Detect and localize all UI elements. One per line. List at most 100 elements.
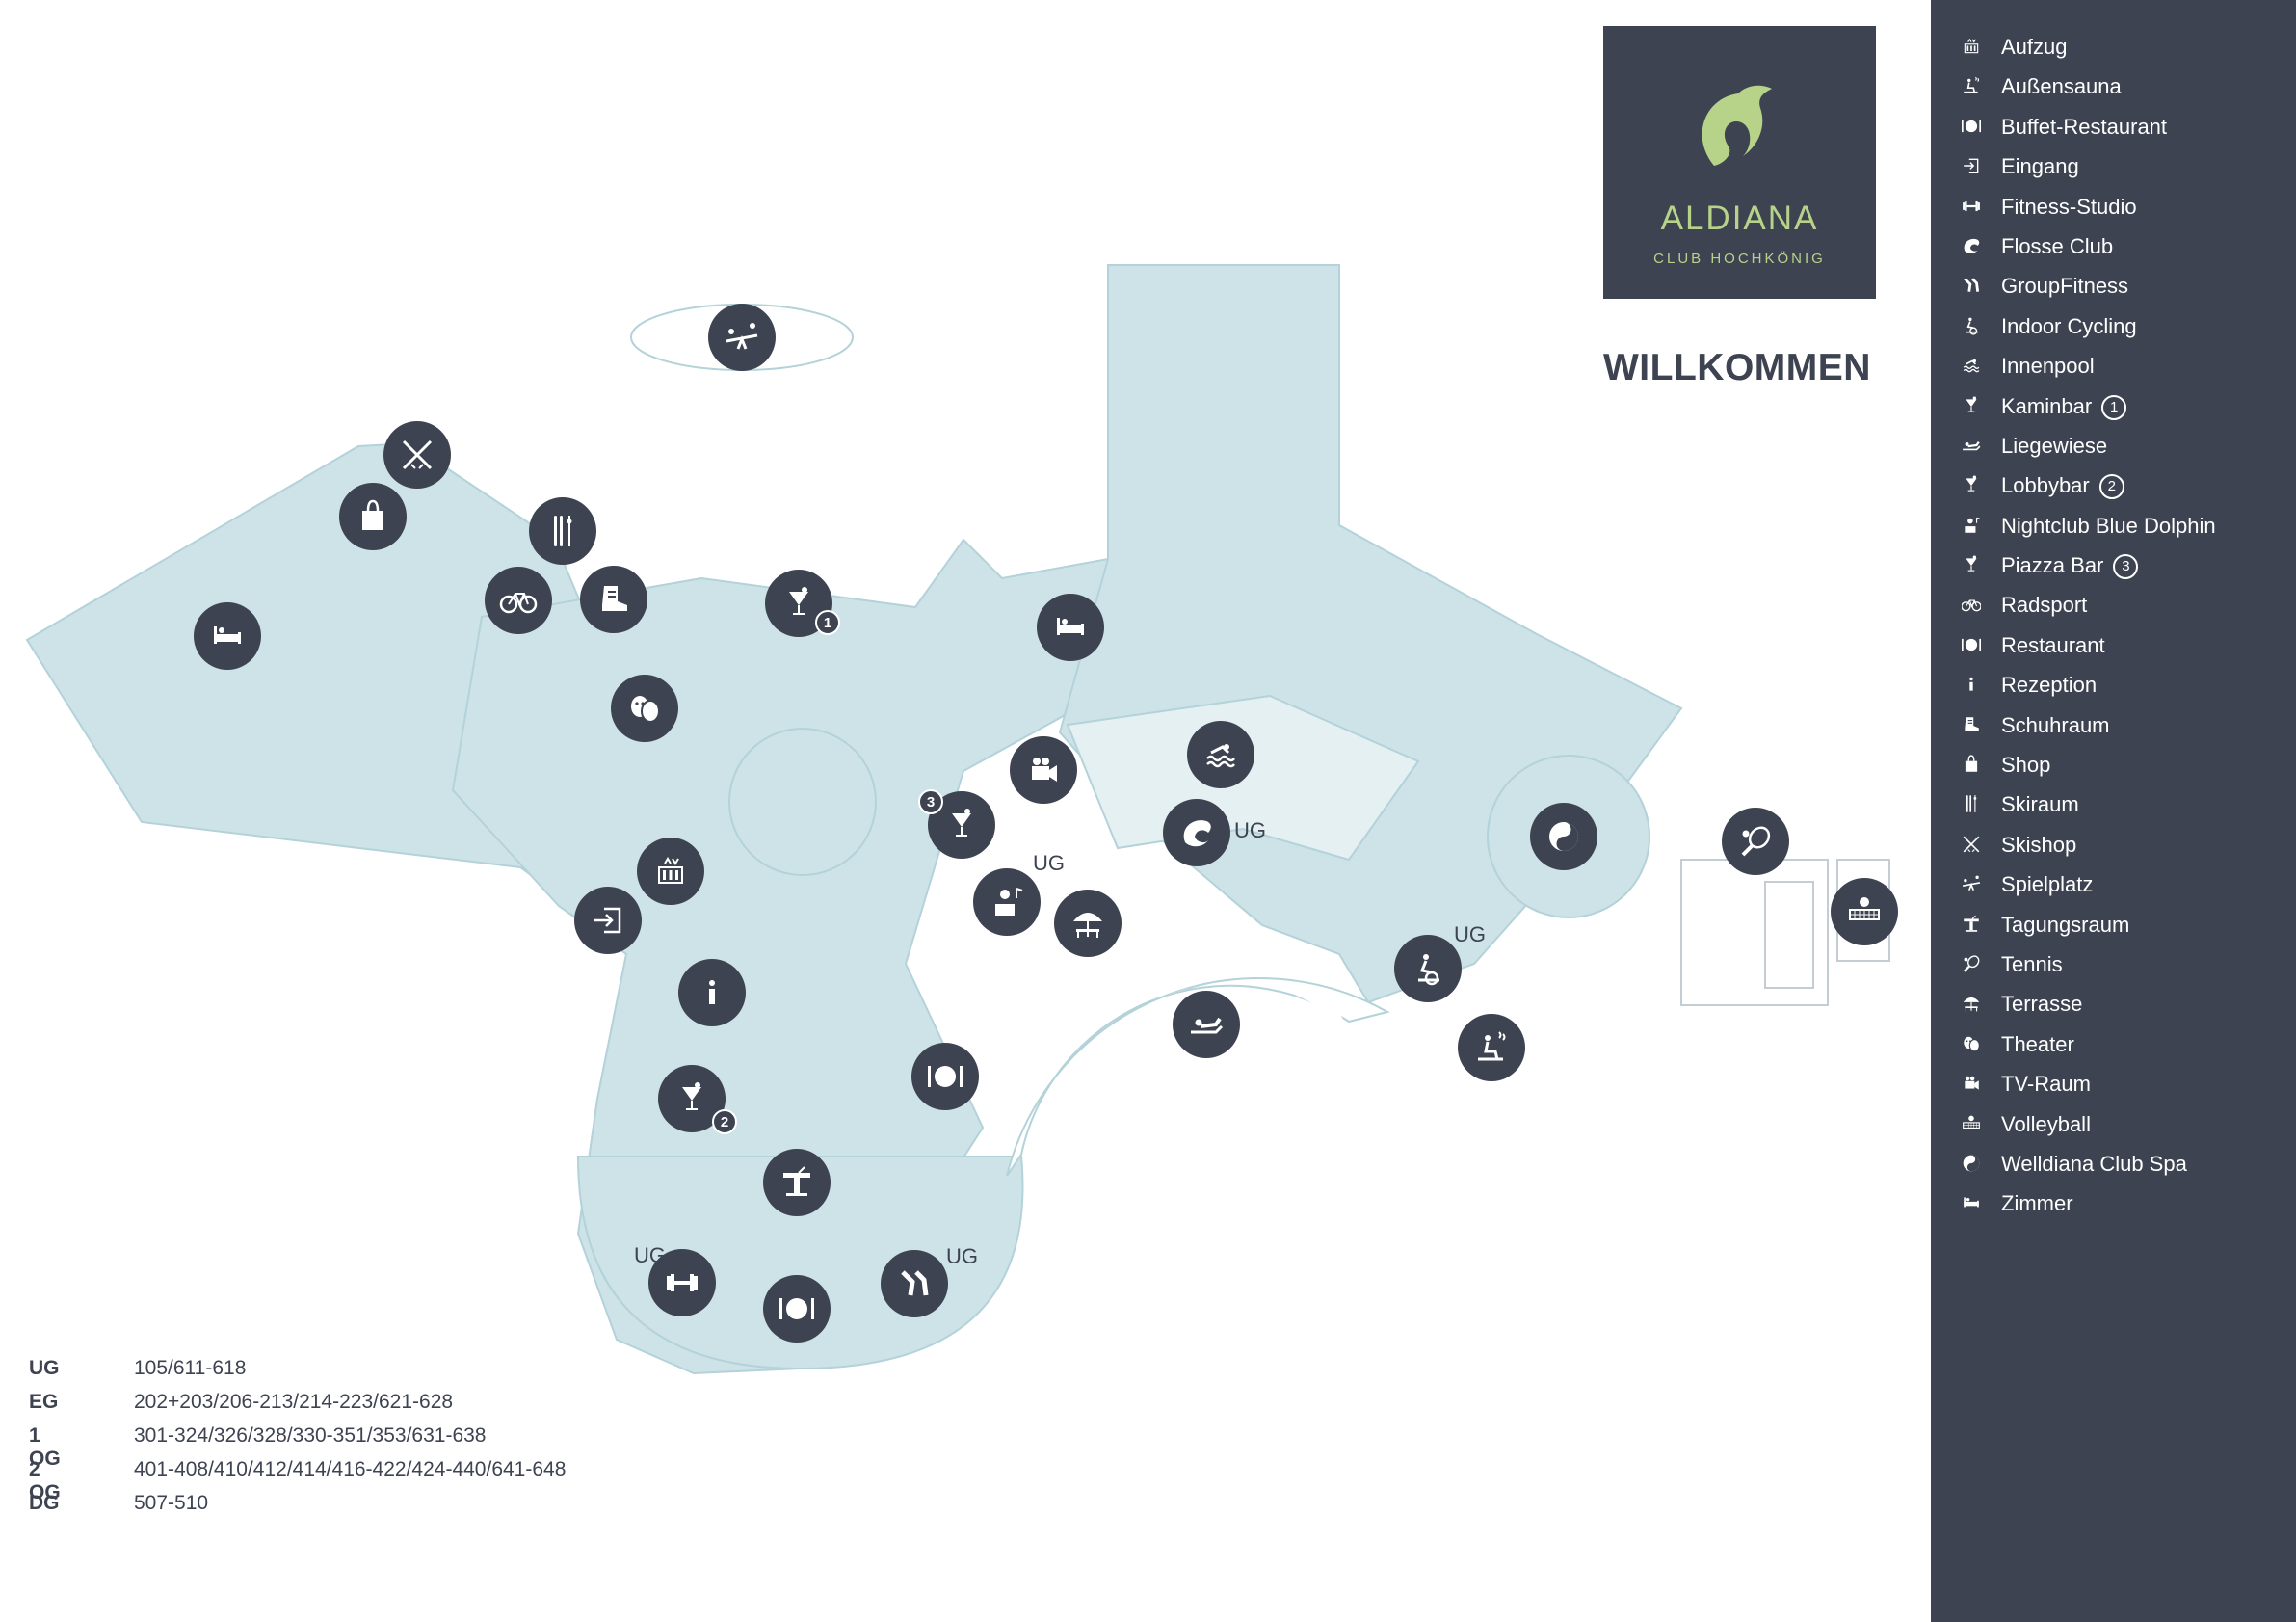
legend-label: Welldiana Club Spa: [2001, 1151, 2187, 1176]
legend-item: Welldiana Club Spa: [1931, 1144, 2296, 1183]
flosse-club-marker[interactable]: [1163, 799, 1230, 866]
rooms-west-marker[interactable]: [194, 602, 261, 670]
legend-item: Außensauna: [1931, 66, 2296, 106]
legend-label: Terrasse: [2001, 992, 2083, 1017]
building-outline: [25, 264, 1683, 1375]
outdoor-sauna-marker[interactable]: [1458, 1014, 1525, 1081]
terrace-marker[interactable]: [1054, 890, 1122, 957]
skis-icon: [554, 516, 572, 546]
floor-level: DG: [29, 1492, 60, 1514]
buffet-restaurant-marker[interactable]: [763, 1275, 831, 1343]
elevator-marker[interactable]: [637, 838, 704, 905]
legend-item: Nightclub Blue Dolphin: [1931, 506, 2296, 545]
legend-item: Innenpool: [1931, 346, 2296, 386]
swimming-icon: [1963, 359, 1980, 373]
legend-label: Volleyball: [2001, 1111, 2091, 1136]
bike-marker[interactable]: [485, 567, 552, 634]
lobbybar-marker[interactable]: 2: [658, 1065, 737, 1134]
conference-marker[interactable]: [763, 1149, 831, 1216]
volleyball-marker[interactable]: [1831, 878, 1898, 945]
theater-marker[interactable]: [611, 675, 678, 742]
bicycle-icon: [1962, 600, 1981, 612]
ski-boot-icon: [1965, 716, 1979, 731]
cocktail-icon: [952, 809, 971, 837]
legend-label: Radsport: [2001, 593, 2088, 618]
welcome-heading: WILLKOMMEN: [1603, 347, 1871, 388]
legend-label: Eingang: [2001, 154, 2079, 179]
tennis-icon: [1963, 955, 1980, 972]
legend-label: Aufzug: [2001, 35, 2068, 59]
marker-disc: [1163, 799, 1230, 866]
kaminbar-marker[interactable]: 1: [765, 570, 840, 637]
dolphin-icon: [1183, 820, 1211, 847]
reception-marker[interactable]: [678, 959, 746, 1026]
entrance-marker[interactable]: [574, 887, 642, 954]
floor-level: 1 OG: [29, 1424, 61, 1470]
legend-label: Liegewiese: [2001, 433, 2108, 458]
marker-disc: [1394, 935, 1462, 1002]
rooms-east-marker[interactable]: [1037, 594, 1104, 661]
boot-room-marker[interactable]: [580, 566, 647, 633]
skishop-marker[interactable]: [383, 421, 451, 489]
legend-label: Nightclub Blue Dolphin: [2001, 513, 2216, 538]
dj-icon: [1965, 517, 1981, 533]
group-fitness-icon: [1964, 278, 1980, 293]
legend-item: Volleyball: [1931, 1104, 2296, 1144]
entrance-icon: [1964, 158, 1979, 173]
tennis-marker[interactable]: [1722, 808, 1789, 875]
sunbed-icon: [1963, 440, 1981, 451]
legend-item: GroupFitness: [1931, 266, 2296, 306]
legend-label: Fitness-Studio: [2001, 194, 2137, 219]
dumbbell-icon: [667, 1274, 698, 1291]
indoor-cycling-icon: [1966, 317, 1978, 335]
shop-marker[interactable]: [339, 483, 407, 550]
seesaw-icon: [1962, 875, 1981, 891]
plate-cutlery-icon: [1962, 638, 1981, 651]
nightclub-marker[interactable]: [973, 868, 1041, 936]
legend-item: Buffet-Restaurant: [1931, 107, 2296, 146]
indoor-pool-marker[interactable]: [1187, 721, 1254, 788]
legend-label: TV-Raum: [2001, 1072, 2091, 1097]
sunbed-icon: [1191, 1017, 1224, 1034]
legend-label: GroupFitness: [2001, 274, 2129, 299]
legend-item: Flosse Club: [1931, 226, 2296, 266]
legend-label: Innenpool: [2001, 354, 2095, 379]
fitness-marker[interactable]: [648, 1249, 716, 1316]
courtyard: [728, 728, 877, 876]
marker-disc: [1722, 808, 1789, 875]
piazza-bar-marker[interactable]: 3: [918, 789, 995, 859]
bar-number-badge: 2: [712, 1109, 737, 1134]
ski-room-marker[interactable]: [529, 497, 596, 565]
legend-label: Buffet-Restaurant: [2001, 114, 2168, 139]
floor-rooms: 401-408/410/412/414/416-422/424-440/641-…: [134, 1458, 567, 1480]
volleyball-icon: [1849, 897, 1880, 920]
group-fitness-marker[interactable]: [881, 1250, 948, 1317]
restaurant-marker[interactable]: [911, 1043, 979, 1110]
volleyball-icon: [1963, 1115, 1980, 1129]
indoor-cycling-marker[interactable]: [1394, 935, 1462, 1002]
legend-item: Theater: [1931, 1024, 2296, 1064]
bar-number-badge: 3: [918, 789, 943, 814]
cocktail-icon: [789, 587, 808, 615]
theater-masks-icon: [631, 696, 660, 723]
dolphin-icon: [1964, 238, 1980, 253]
legend-item: Skiraum: [1931, 784, 2296, 824]
tv-room-marker[interactable]: [1010, 736, 1077, 804]
playground-marker[interactable]: [708, 304, 776, 371]
floor-rooms: 301-324/326/328/330-351/353/631-638: [134, 1424, 487, 1447]
spa-marker[interactable]: [1530, 803, 1597, 870]
legend-item: Tennis: [1931, 944, 2296, 984]
dumbbell-icon: [1963, 200, 1980, 211]
group-fitness-icon: [901, 1270, 929, 1296]
legend-item: Indoor Cycling: [1931, 306, 2296, 346]
theater-masks-icon: [1964, 1036, 1980, 1052]
dj-icon: [995, 888, 1023, 916]
crossed-skis-icon: [402, 439, 433, 470]
sunbed-marker[interactable]: [1173, 991, 1240, 1058]
legend-badge: 1: [2101, 394, 2127, 420]
legend-item: Shop: [1931, 745, 2296, 784]
